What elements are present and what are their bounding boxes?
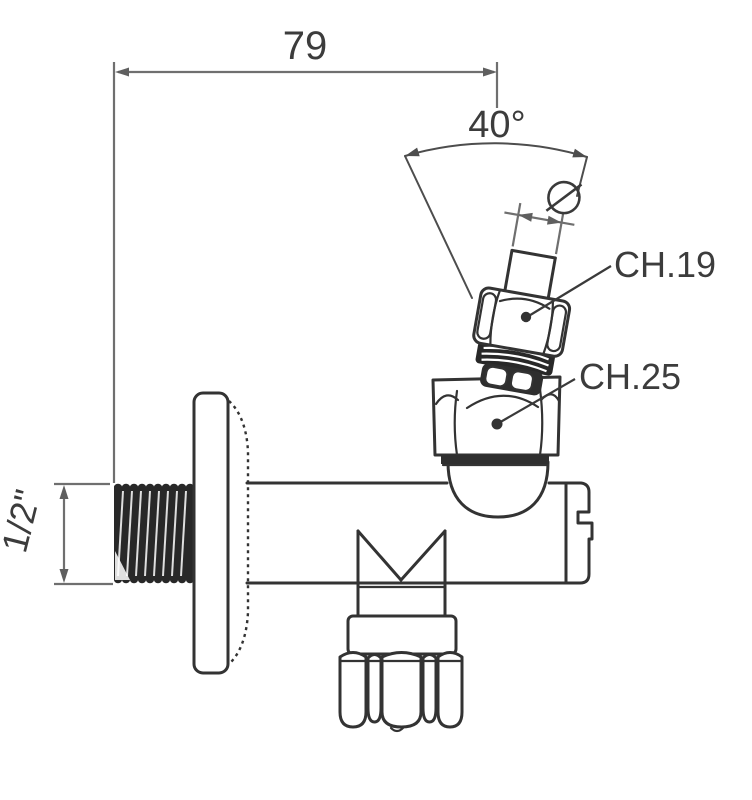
dimension-diameter	[504, 180, 583, 255]
v-notch-right	[399, 529, 447, 582]
ch25-bottom-band	[441, 455, 549, 464]
diameter-symbol-circle	[547, 180, 581, 215]
thread-highlight	[115, 551, 130, 580]
thread-crest-arc	[481, 358, 547, 373]
plate-cone-hidden-edge	[228, 400, 250, 665]
ch25-facet-line-right	[538, 387, 544, 457]
ch25-facet-line-left	[453, 389, 459, 457]
knurled-cap	[338, 651, 464, 733]
dimension-thread: 1/2"	[0, 482, 113, 586]
angle-leg-left	[404, 155, 473, 299]
arc-arrowhead-right	[572, 148, 587, 158]
cap-bottom-nub	[389, 726, 405, 733]
plate-face	[192, 391, 230, 675]
width-dim-label: 79	[283, 24, 328, 68]
diameter-symbol	[545, 180, 583, 215]
callout-ch19: CH.19	[520, 244, 716, 323]
ch19-leader-dot	[520, 311, 532, 323]
knurl-ridge	[366, 653, 383, 724]
dimension-angle: 40°	[404, 104, 588, 299]
callout-ch25: CH.25	[491, 356, 681, 430]
knurl-ridge	[421, 653, 438, 724]
diameter-dim-line	[504, 211, 575, 226]
union-tube-fill	[504, 250, 556, 302]
arrowhead-up	[59, 485, 69, 499]
tube-top-edge	[510, 248, 557, 260]
arrowhead-left	[115, 67, 129, 77]
end-cap-outline	[564, 481, 594, 585]
ch19-label: CH.19	[614, 244, 716, 285]
diameter-symbol-slash	[545, 183, 583, 212]
outlet-nut	[346, 614, 458, 656]
diameter-extension-right	[554, 213, 565, 255]
angle-leg-right	[576, 156, 588, 197]
arc-arrowhead-left	[405, 147, 420, 157]
arrowhead-right	[546, 215, 562, 225]
diameter-extension-left	[511, 202, 522, 247]
valve-drawing	[114, 180, 594, 733]
thread-size-label: 1/2"	[0, 486, 48, 557]
tube-left-edge	[503, 248, 514, 295]
arrowhead-down	[59, 569, 69, 583]
v-notch-left	[356, 529, 403, 582]
thread-crest-arc	[481, 352, 549, 367]
outlet-stem	[356, 529, 447, 619]
angle-dim-label: 40°	[468, 104, 525, 146]
wall-plate	[192, 391, 250, 675]
thread-crests	[117, 490, 187, 577]
arrowhead-left	[518, 212, 533, 222]
angle-arc	[404, 142, 588, 158]
knurl-column	[380, 651, 423, 729]
arrowhead-right	[483, 67, 497, 77]
tube-right-edge	[546, 256, 557, 302]
ch19-side-facet	[546, 304, 568, 353]
ch25-hex-nut	[431, 375, 562, 467]
ch25-label: CH.25	[579, 356, 681, 397]
end-cap	[564, 481, 594, 585]
male-thread	[114, 483, 194, 584]
knurl-column	[436, 651, 464, 729]
knurl-column	[338, 651, 368, 729]
ch19-side-facet	[476, 292, 498, 340]
collar-facet	[484, 365, 509, 388]
ch25-leader-dot	[491, 418, 503, 430]
dimension-width: 79	[112, 24, 499, 483]
collar-facet	[509, 370, 534, 392]
angled-tube	[503, 248, 557, 302]
angled-union	[472, 180, 583, 396]
ch25-leader-line	[496, 378, 576, 425]
compression-collar	[480, 363, 544, 396]
ch19-leader-line	[526, 265, 612, 318]
swivel-dome	[446, 460, 550, 519]
